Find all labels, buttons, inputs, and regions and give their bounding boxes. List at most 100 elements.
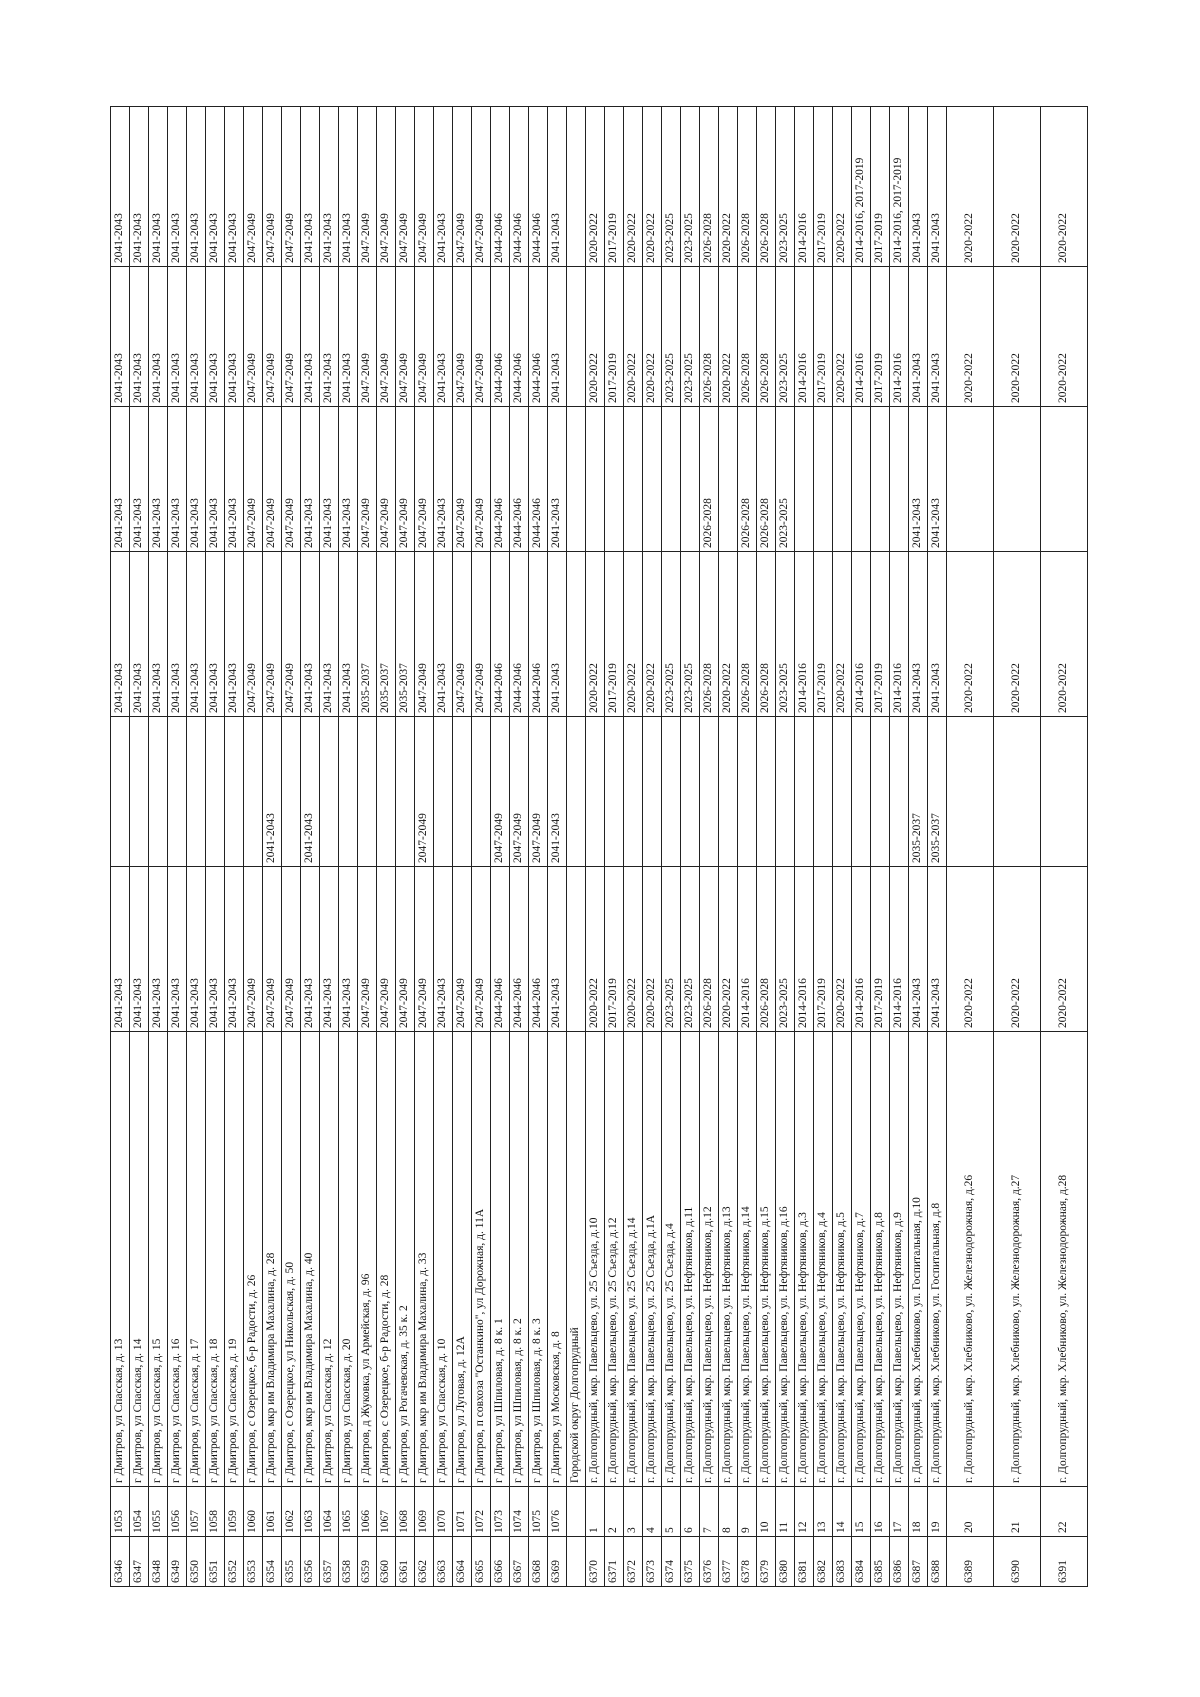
table-cell: 1072 [471,1486,491,1537]
table-cell [680,406,700,552]
table-cell: 2044-2046 [528,406,548,552]
table-cell: 2047-2049 [243,406,263,552]
table-cell [832,716,852,867]
table-cell: 2017-2019 [604,551,624,717]
table-cell: 1059 [224,1486,244,1537]
table-cell: 2047-2049 [395,266,415,407]
table-cell: г. Долгопрудный, мкр. Хлебниково, ул. Же… [1040,1031,1088,1487]
table-cell [851,716,871,867]
table-cell: 2041-2043 [110,106,130,267]
table-cell: г. Долгопрудный, мкр. Павельцево, ул. Не… [718,1031,738,1487]
table-cell: 2047-2049 [281,266,301,407]
table-cell: 2041-2043 [224,551,244,717]
table-cell: г. Долгопрудный, мкр. Павельцево, ул. 25… [604,1031,624,1487]
table-cell: г Дмитров, с Озерецкое, б-р Радости, д. … [376,1031,396,1487]
table-cell: 2014-2016 [794,106,814,267]
table-cell [566,866,586,1032]
table-cell: 2020-2022 [1040,266,1088,407]
table-cell: г. Долгопрудный, мкр. Павельцево, ул. 25… [623,1031,643,1487]
table-cell: 2041-2043 [338,866,358,1032]
table-cell: 6366 [490,1536,510,1587]
table-cell: 2041-2043 [319,266,339,407]
table-cell [471,716,491,867]
table-cell: 2017-2019 [870,266,890,407]
table-cell: 6346 [110,1536,130,1587]
table-cell: 11 [775,1486,795,1537]
table-cell [376,716,396,867]
table-cell: 6350 [186,1536,206,1587]
table-cell: 2020-2022 [832,106,852,267]
table-cell [889,406,909,552]
table-cell: 2041-2043 [338,551,358,717]
table-cell: 6367 [509,1536,529,1587]
table-cell: 2023-2025 [661,551,681,717]
table-cell: 19 [927,1486,947,1537]
table-cell: 2026-2028 [756,551,776,717]
table-cell: г Дмитров, ул Спасская, д. 15 [148,1031,168,1487]
table-cell: 2044-2046 [490,106,510,267]
table-cell: 2047-2049 [471,551,491,717]
table-cell: 21 [993,1486,1041,1537]
table-cell: 1067 [376,1486,396,1537]
table-cell: 15 [851,1486,871,1537]
table-cell: 12 [794,1486,814,1537]
table-cell: г. Долгопрудный, мкр. Хлебниково, ул. Го… [908,1031,928,1487]
table-cell: 2017-2019 [813,106,833,267]
table-cell [870,406,890,552]
table-cell: 2041-2043 [547,716,567,867]
table-cell: 1054 [129,1486,149,1537]
table-cell: 2023-2025 [661,866,681,1032]
table-cell: 2014-2016 [889,866,909,1032]
table-cell: 6374 [661,1536,681,1587]
table-cell [129,716,149,867]
table-cell [699,716,719,867]
table-cell: 2044-2046 [509,266,529,407]
table-cell: 2047-2049 [243,551,263,717]
table-cell: 2023-2025 [775,551,795,717]
table-cell: 2041-2043 [547,866,567,1032]
table-cell: 2020-2022 [585,266,605,407]
table-cell: 2026-2028 [756,866,776,1032]
table-cell: 2047-2049 [471,266,491,407]
table-cell: 2020-2022 [993,266,1041,407]
table-cell: г. Долгопрудный, мкр. Павельцево, ул. Не… [813,1031,833,1487]
table-cell: 1076 [547,1486,567,1537]
table-cell: 2041-2043 [319,866,339,1032]
table-cell: 1056 [167,1486,187,1537]
table-cell: 2047-2049 [471,406,491,552]
table-cell: 2041-2043 [908,266,928,407]
table-cell: 2020-2022 [585,866,605,1032]
table-cell [243,716,263,867]
table-cell: 2020-2022 [993,551,1041,717]
table-cell: 2017-2019 [604,866,624,1032]
table-cell: 2041-2043 [300,716,320,867]
table-cell: 1061 [262,1486,282,1537]
table-cell: 6370 [585,1536,605,1587]
table-cell: 2026-2028 [756,106,776,267]
table-cell: 6359 [357,1536,377,1587]
table-cell: 2041-2043 [908,106,928,267]
table-cell: 8 [718,1486,738,1537]
table-cell: 2020-2022 [832,866,852,1032]
table-cell: 2041-2043 [186,406,206,552]
table-cell: 2047-2049 [357,866,377,1032]
table-cell: 2035-2037 [908,716,928,867]
table-cell: г Дмитров, мкр им Владимира Махалина, д.… [300,1031,320,1487]
table-cell: 2041-2043 [148,866,168,1032]
table-cell: 6353 [243,1536,263,1587]
table-cell: 2047-2049 [262,866,282,1032]
table-cell: 6383 [832,1536,852,1587]
table-cell [433,716,453,867]
table-cell [813,716,833,867]
table-cell [794,406,814,552]
